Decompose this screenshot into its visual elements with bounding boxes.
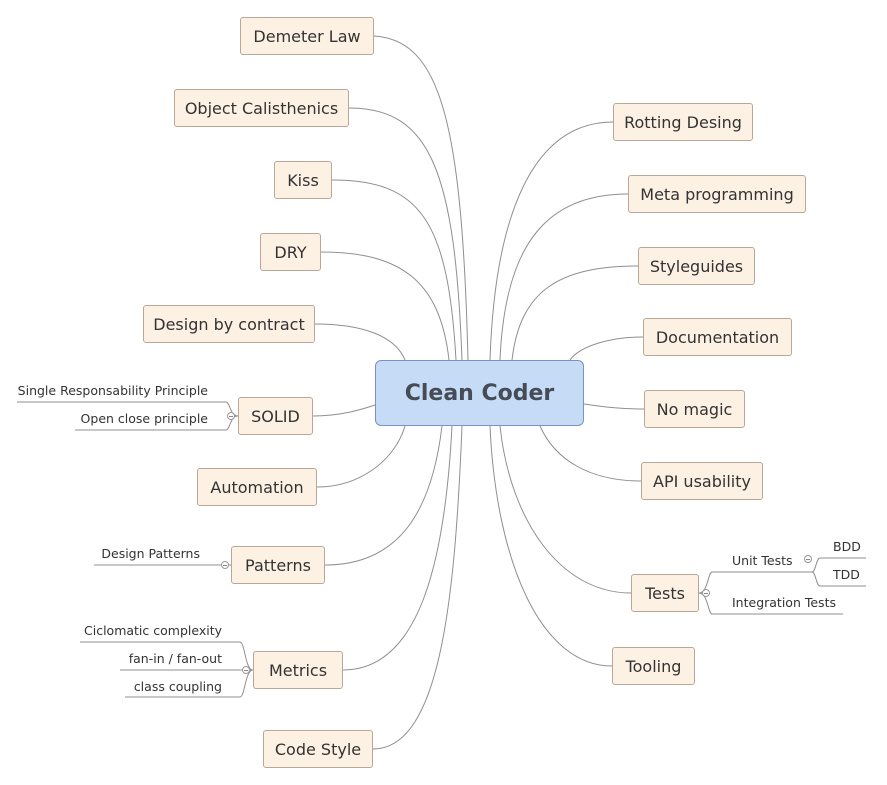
topic-solid[interactable]: SOLID [238,397,313,435]
branch-line-api-usability [539,425,642,482]
central-topic[interactable]: Clean Coder [375,360,584,426]
topic-object-calisthenics[interactable]: Object Calisthenics [174,89,349,127]
subtopic-unit-tests[interactable]: Unit Tests [732,553,793,568]
topic-meta-programming[interactable]: Meta programming [628,175,806,213]
topic-patterns[interactable]: Patterns [231,546,325,584]
collapse-toggle-unit-tests[interactable] [804,555,812,563]
branch-line-design-by-contract [314,323,406,361]
topic-code-style[interactable]: Code Style [263,730,373,768]
subtopic-ciclomatic-complexity[interactable]: Ciclomatic complexity [84,623,222,638]
branch-line-object-calisthenics [348,107,463,361]
collapse-toggle-tests[interactable] [702,589,710,597]
subtopic-class-coupling[interactable]: class coupling [133,679,222,694]
topic-api-usability[interactable]: API usability [641,462,763,500]
branch-line-demeter-law [373,35,469,361]
topic-metrics[interactable]: Metrics [253,651,343,689]
topic-documentation[interactable]: Documentation [643,318,792,356]
subtopic-integration-tests[interactable]: Integration Tests [732,595,836,610]
branch-line-metrics [342,425,453,671]
subtopic-open-close[interactable]: Open close principle [80,411,208,426]
topic-dry[interactable]: DRY [260,233,321,271]
branch-line-patterns [324,425,443,566]
subtopic-design-patterns[interactable]: Design Patterns [101,546,200,561]
subtopic-single-responsability[interactable]: Single Responsability Principle [17,383,208,398]
branch-line-meta-programming [499,193,629,361]
topic-tests[interactable]: Tests [631,574,699,612]
sub-line-solid [225,401,239,431]
branch-line-dry [320,251,450,361]
topic-design-by-contract[interactable]: Design by contract [143,305,315,343]
sub-line-unit-tests [811,557,821,587]
collapse-toggle-solid[interactable] [227,412,235,420]
subtopic-fan-in-fan-out[interactable]: fan-in / fan-out [128,651,222,666]
sub-line-tests [698,571,713,615]
branch-line-solid [312,404,376,417]
branch-line-code-style [372,425,463,750]
topic-demeter-law[interactable]: Demeter Law [240,17,374,55]
branch-line-styleguides [511,265,639,361]
subtopic-tdd[interactable]: TDD [833,567,860,582]
topic-kiss[interactable]: Kiss [274,161,332,199]
topic-no-magic[interactable]: No magic [644,390,745,428]
branch-line-tests [499,425,632,594]
topic-rotting-desing[interactable]: Rotting Desing [613,103,753,141]
topic-styleguides[interactable]: Styleguides [638,247,755,285]
branch-line-automation [316,425,406,488]
collapse-toggle-patterns[interactable] [221,561,229,569]
topic-automation[interactable]: Automation [197,468,317,506]
branch-line-no-magic [583,403,645,410]
topic-tooling[interactable]: Tooling [612,647,695,685]
branch-line-tooling [489,425,613,667]
subtopic-bdd[interactable]: BDD [833,539,861,554]
branch-line-kiss [331,179,457,361]
branch-line-rotting-desing [489,121,614,361]
collapse-toggle-metrics[interactable] [242,666,250,674]
branch-line-documentation [569,336,644,361]
